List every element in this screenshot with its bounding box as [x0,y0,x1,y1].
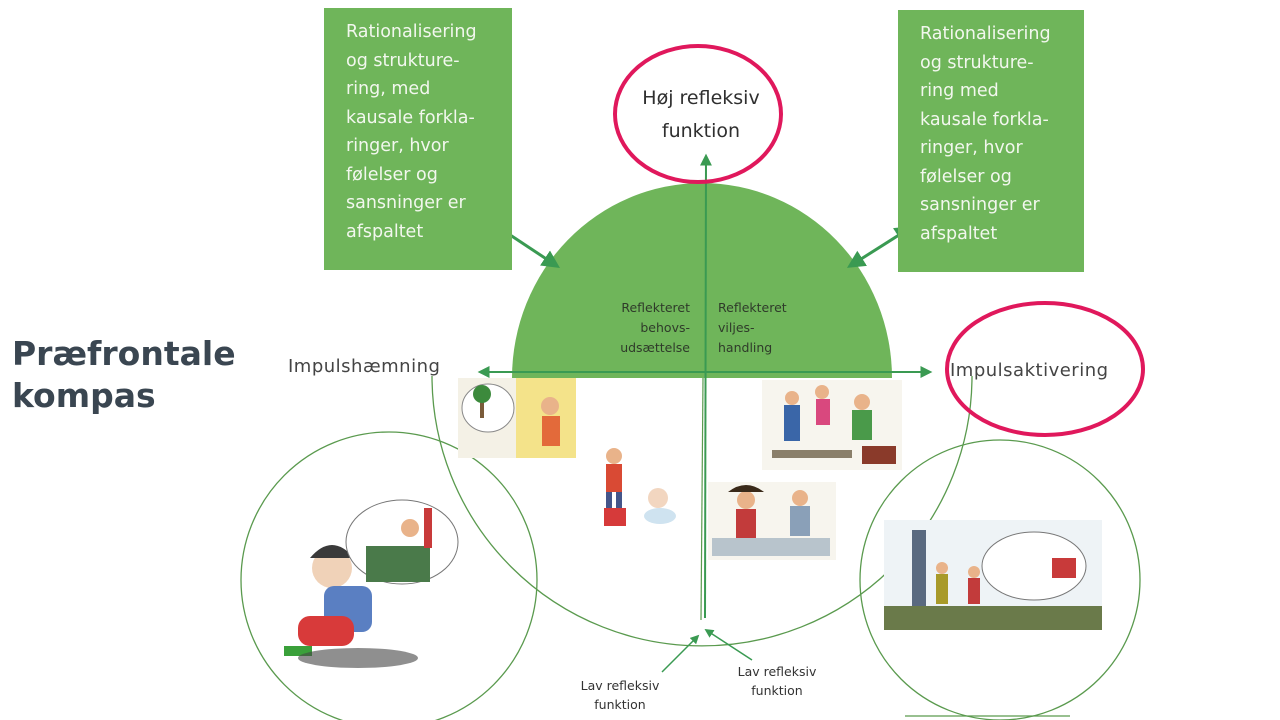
label-line: handling [718,340,773,355]
box-line: ring, med [346,79,431,99]
title-line: Præfrontale [12,334,236,373]
highlight-high-ellipse [613,44,783,184]
label-line: Høj refleksiv [642,87,760,109]
label-line: funktion [661,120,741,142]
impulse-inhibition-label: Impulshæmning [288,356,441,377]
high-reflexive-label: Høj refleksiv funktion [616,82,786,148]
top-right-box: Rationalisering og strukture- ring med k… [898,10,1084,272]
quadrant-upper-right-label: Reflekteret viljes- handling [718,298,818,358]
box-line: følelser og [920,166,1012,187]
box-line: ringer, hvor [920,138,1023,158]
box-line: Rationalisering [920,24,1051,44]
illustration-dreaming-woman [458,378,576,458]
label-line: Reflekteret [718,300,787,315]
label-line: Lav refleksiv [580,678,660,693]
label-line: viljes- [718,320,755,335]
label-line: funktion [751,683,803,698]
box-line: kausale forkla- [346,107,475,128]
box-line: afspaltet [346,221,424,242]
inner-circle-outline [431,375,973,647]
box-line: og strukture- [920,52,1034,73]
label-line: behovs- [640,320,690,335]
illustration-child-baby [604,448,676,526]
quadrant-upper-left-label: Reflekteret behovs- udsættelse [590,298,690,358]
box-line: ring med [920,81,999,101]
box-line: Rationalisering [346,22,477,42]
slide-title: Præfrontale kompas [12,333,236,417]
label-line: Reflekteret [621,300,690,315]
vertical-axis-arrow [699,153,712,619]
bubble-left-outline [240,431,538,720]
label-line: udsættelse [620,340,690,355]
title-line: kompas [12,376,156,415]
label-line: Lav refleksiv [737,664,817,679]
illustration-family-kitchen [762,380,902,470]
box-line: sansninger er [346,193,466,213]
green-half-disk [512,183,892,378]
label-line: funktion [594,697,646,712]
bubble-right-outline [859,439,1141,720]
low-reflexive-right-label: Lav refleksiv funktion [722,662,832,700]
low-right-arrow [704,629,753,661]
top-left-box: Rationalisering og strukture- ring, med … [324,8,512,270]
illustration-dishes [708,482,836,560]
box-line: sansninger er [920,195,1040,215]
lower-vertical-divider [700,377,704,621]
illustration-garden [884,520,1102,630]
highlight-activ-ellipse [945,301,1145,437]
box-line: afspaltet [920,223,998,244]
low-reflexive-left-label: Lav refleksiv funktion [560,676,680,714]
impulse-activation-label: Impulsaktivering [950,360,1109,381]
box-line: ringer, hvor [346,136,449,156]
box-line: og strukture- [346,50,460,71]
illustration-sad-boy [284,499,459,668]
box-line: kausale forkla- [920,109,1049,130]
box-line: følelser og [346,164,438,185]
low-left-arrow [661,634,700,673]
